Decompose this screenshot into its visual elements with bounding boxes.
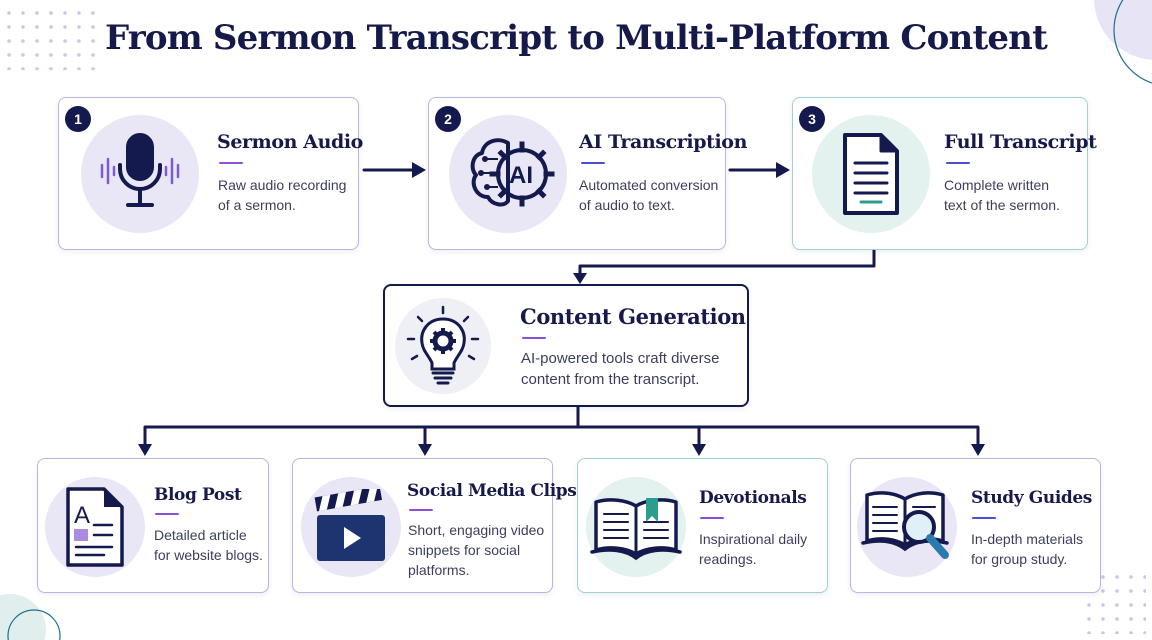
- icon-circle: AI: [449, 115, 567, 233]
- title-underline: [581, 162, 605, 164]
- icon-circle: A: [45, 477, 145, 577]
- step-card-sermon-audio: 1 Sermon Audio Raw audio recording of a …: [58, 97, 363, 250]
- step-number-badge: 3: [799, 106, 825, 132]
- icon-circle: [812, 115, 930, 233]
- ai-label: AI: [509, 162, 533, 189]
- title-underline: [522, 337, 546, 339]
- document-icon: [843, 133, 899, 215]
- decorative-circles-top-right: [1094, 0, 1152, 84]
- title-underline: [946, 162, 970, 164]
- output-description: Short, engaging video snippets for socia…: [408, 522, 545, 578]
- output-card-study-guides: Study Guides In-depth materials for grou…: [850, 458, 1101, 593]
- step-number-badge: 2: [435, 106, 461, 132]
- output-card-devotionals: Devotionals Inspirational daily readings…: [577, 458, 828, 593]
- output-title: Study Guides: [971, 488, 1092, 508]
- output-card-blog-post: A Blog Post Detailed article for website…: [37, 458, 269, 593]
- step-description: Automated conversion of audio to text.: [579, 177, 719, 213]
- icon-circle: [395, 298, 491, 394]
- clapperboard-play-icon: [314, 489, 385, 561]
- icon-circle: [586, 477, 686, 577]
- title-underline: [972, 517, 996, 519]
- output-description: Inspirational daily readings.: [699, 531, 808, 567]
- ai-brain-gear-icon: AI: [470, 138, 555, 207]
- content-generation-card: Content Generation AI-powered tools craf…: [383, 284, 749, 407]
- step-card-ai-transcription: 2 AI AI Transcription Automated conversi…: [428, 97, 747, 250]
- step-description: Complete written text of the sermon.: [944, 177, 1060, 213]
- output-title: Social Media Clips: [407, 481, 577, 501]
- open-book-bookmark-icon: [590, 498, 682, 561]
- output-description: In-depth materials for group study.: [971, 531, 1084, 567]
- output-title: Blog Post: [154, 485, 242, 505]
- title-underline: [155, 513, 179, 515]
- lightbulb-gear-icon: [406, 305, 480, 385]
- microphone-icon: [100, 133, 180, 207]
- letter-a-glyph: A: [74, 502, 90, 529]
- step-description: Raw audio recording of a sermon.: [218, 177, 347, 213]
- title-underline: [409, 509, 433, 511]
- generation-title: Content Generation: [520, 304, 746, 329]
- connector-step3-to-generation: [578, 248, 876, 280]
- step-title: Full Transcript: [944, 131, 1097, 153]
- step-number-badge: 1: [65, 106, 91, 132]
- icon-circle: [857, 477, 957, 577]
- icon-circle: [81, 115, 199, 233]
- title-underline: [700, 517, 724, 519]
- dot-pattern-top-left: [2, 6, 98, 70]
- output-title: Devotionals: [699, 488, 807, 508]
- decorative-circles-bottom-left: [0, 594, 61, 640]
- output-description: Detailed article for website blogs.: [154, 527, 263, 563]
- icon-circle: [301, 477, 401, 577]
- connector-generation-to-outputs: [143, 405, 980, 450]
- page-title: From Sermon Transcript to Multi-Platform…: [104, 18, 1048, 58]
- output-card-social-media-clips: Social Media Clips Short, engaging video…: [292, 458, 577, 593]
- step-title: Sermon Audio: [217, 131, 363, 153]
- title-underline: [219, 162, 243, 164]
- blog-document-icon: A: [66, 487, 124, 567]
- book-magnifier-icon: [861, 491, 949, 559]
- step-title: AI Transcription: [579, 131, 747, 153]
- step-card-full-transcript: 3 Full Transcript Complete written text …: [792, 97, 1097, 250]
- generation-description: AI-powered tools craft diverse content f…: [521, 350, 720, 388]
